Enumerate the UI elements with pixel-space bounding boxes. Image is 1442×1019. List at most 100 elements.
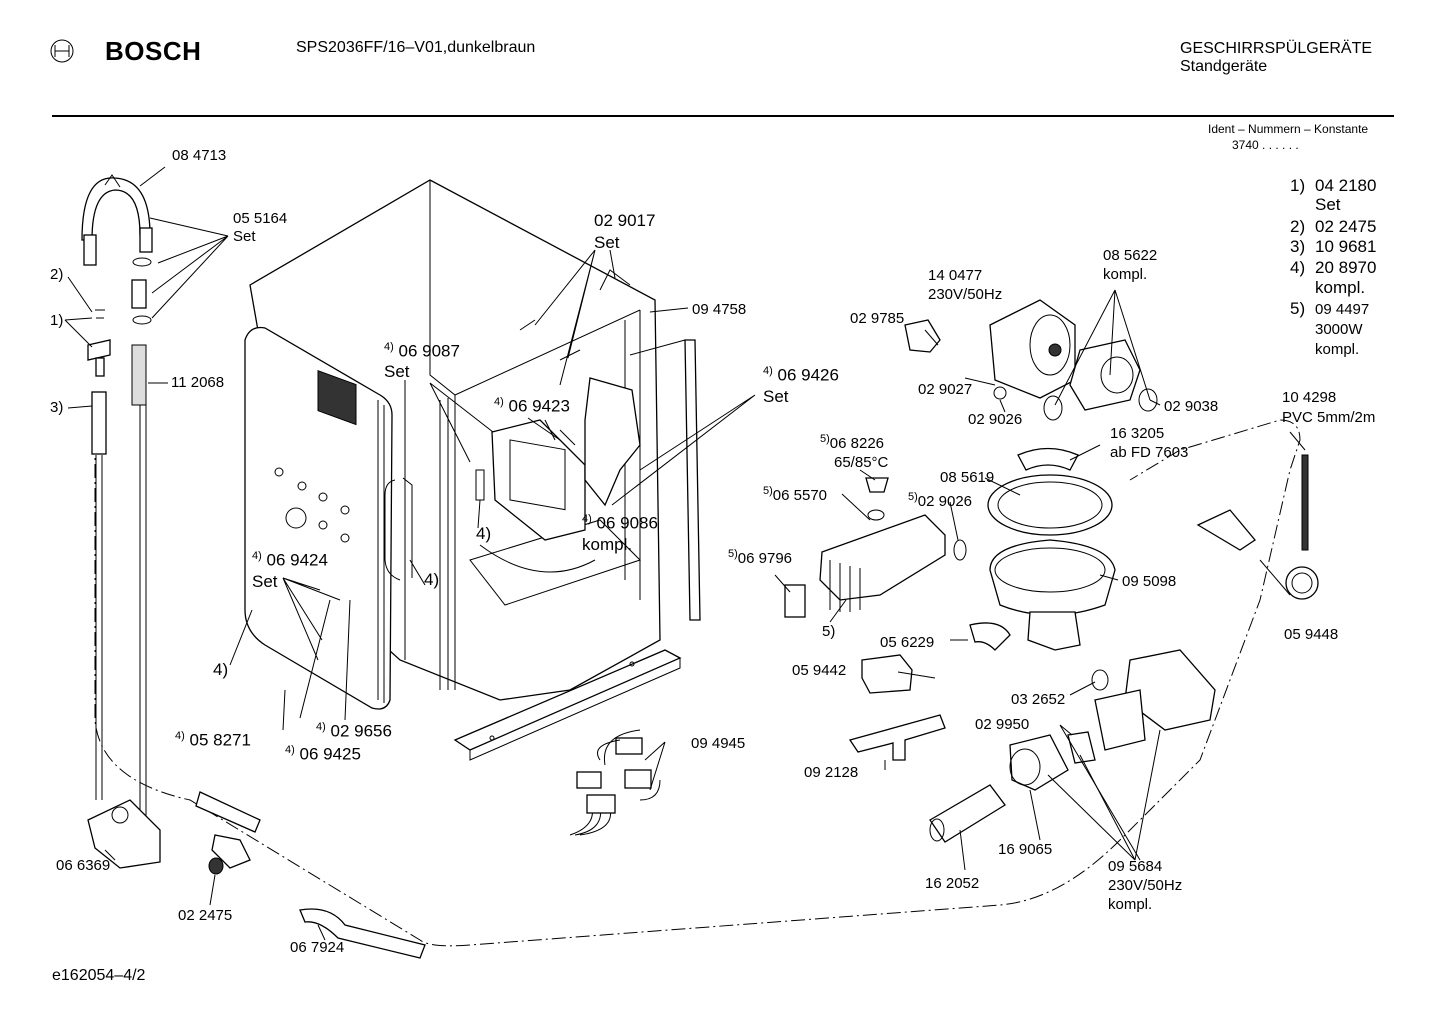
footnote-sup: 4) xyxy=(175,730,185,742)
appliance-outline xyxy=(94,419,1301,947)
part-note: Set xyxy=(233,228,256,245)
tube-094758 xyxy=(684,339,701,621)
part-note: Set xyxy=(594,233,620,252)
ident-label: Ident – Nummern – Konstante xyxy=(1208,122,1369,136)
footnote-sup: 5) xyxy=(820,433,830,445)
part-number: 06 9425 xyxy=(299,744,361,764)
brand-name: BOSCH xyxy=(105,36,202,66)
part-label: 16 9065 xyxy=(998,841,1053,858)
part-label: 16 3205 xyxy=(1110,425,1165,442)
door-panel xyxy=(244,326,413,710)
part-label: 02 9027 xyxy=(918,381,973,398)
part-label: 08 5619 xyxy=(940,469,995,486)
part-label-group: 4) 06 9423 xyxy=(494,397,570,415)
legend-note: Set xyxy=(1315,195,1341,214)
footnote-sup: 5) xyxy=(728,548,738,560)
legend-key: 4) xyxy=(1290,258,1306,277)
part-number: 06 9087 xyxy=(398,341,460,361)
part-label-group: 4) 06 9086 xyxy=(582,514,658,532)
part-label-group: 5)06 5570 xyxy=(763,485,827,504)
part-number: 06 8226 xyxy=(829,435,885,452)
legend-note: kompl. xyxy=(1315,341,1360,358)
part-note: ab FD 7603 xyxy=(1110,444,1189,461)
wiring-harness xyxy=(569,729,661,836)
part-label: 09 4758 xyxy=(692,301,747,318)
pump-motor-assembly xyxy=(904,299,1158,421)
part-label-group: 5)06 8226 xyxy=(820,433,885,452)
footnote-sup: 4) xyxy=(494,396,504,408)
part-note: PVC 5mm/2m xyxy=(1282,409,1376,426)
footnote-label: 4) xyxy=(213,660,229,679)
part-label-group: 4) 06 9087 xyxy=(384,342,460,360)
legend-key: 2) xyxy=(1290,217,1306,236)
model-number: SPS2036FF/16–V01,dunkelbraun xyxy=(296,39,536,56)
part-label: 14 0477 xyxy=(928,267,983,284)
footnote-sup: 4) xyxy=(763,365,773,377)
kick-plate xyxy=(453,649,682,761)
part-number: 02 9656 xyxy=(330,721,392,741)
legend-note: 3000W xyxy=(1315,321,1363,338)
legend-value: 02 2475 xyxy=(1315,217,1377,236)
part-label: 11 2068 xyxy=(171,374,225,391)
legend-key: 1) xyxy=(1290,176,1306,195)
leader-lines xyxy=(64,166,1306,941)
footnote-sup: 4) xyxy=(285,744,295,756)
footnote-sup: 4) xyxy=(582,513,592,525)
part-note: Set xyxy=(763,387,789,406)
part-label: 02 9950 xyxy=(975,716,1030,733)
part-label: 03 2652 xyxy=(1011,691,1066,708)
footnote-label: 1) xyxy=(50,312,64,329)
legend-note: kompl. xyxy=(1315,278,1366,297)
footnote-label: 4) xyxy=(476,524,492,543)
footnote-sup: 5) xyxy=(763,485,773,497)
legend-value: 04 2180 xyxy=(1315,176,1377,195)
part-number: 02 9026 xyxy=(917,493,973,510)
footnote-label: 3) xyxy=(50,399,64,416)
part-label: 08 5622 xyxy=(1103,247,1158,264)
hose-assembly-left xyxy=(81,174,153,850)
part-label-group: 4) 06 9425 xyxy=(285,745,361,763)
part-label: 09 2128 xyxy=(804,764,859,781)
part-note: 65/85°C xyxy=(834,454,889,471)
part-note: Set xyxy=(384,362,410,381)
footnote-sup: 5) xyxy=(908,491,918,503)
legend-key: 5) xyxy=(1290,299,1306,318)
part-label-group: 4) 05 8271 xyxy=(175,731,251,749)
footnote-label: 4) xyxy=(424,570,440,589)
part-label: 09 4945 xyxy=(691,735,746,752)
bosch-logo-icon xyxy=(50,39,74,63)
footnote-sup: 4) xyxy=(384,341,394,353)
dispenser-assembly xyxy=(491,377,641,541)
part-label: 05 6229 xyxy=(880,634,935,651)
part-label: 09 5684 xyxy=(1108,858,1163,875)
part-label: 02 9038 xyxy=(1164,398,1219,415)
footnote-sup: 4) xyxy=(252,550,262,562)
inlet-valve-left xyxy=(87,791,426,959)
part-label: 08 4713 xyxy=(172,147,227,164)
part-number: 06 9086 xyxy=(596,513,658,533)
footnote-label: 2) xyxy=(50,266,64,283)
part-label: 16 2052 xyxy=(925,875,980,892)
part-label: 05 9448 xyxy=(1284,626,1339,643)
part-label: 10 4298 xyxy=(1282,389,1337,406)
legend-value: 20 8970 xyxy=(1315,258,1377,277)
part-label: 06 7924 xyxy=(290,939,345,956)
part-label: 02 2475 xyxy=(178,907,233,924)
part-label-group: 4) 02 9656 xyxy=(316,722,392,740)
footnote-label: 5) xyxy=(822,623,836,640)
aux-parts-right xyxy=(848,454,1319,843)
part-label: 02 9026 xyxy=(968,411,1023,428)
legend-value: 10 9681 xyxy=(1315,237,1377,256)
category-title: GESCHIRRSPÜLGERÄTE xyxy=(1180,40,1373,57)
ident-value: 3740 . . . . . . xyxy=(1232,138,1299,152)
part-label: 09 5098 xyxy=(1122,573,1177,590)
part-label: 05 5164 xyxy=(233,210,288,227)
part-number: 05 8271 xyxy=(189,730,251,750)
part-label: 05 9442 xyxy=(792,662,847,679)
header-rule xyxy=(52,115,1394,117)
legend-value: 09 4497 xyxy=(1315,301,1370,318)
legend-key: 3) xyxy=(1290,237,1306,256)
footnote-sup: 4) xyxy=(316,721,326,733)
